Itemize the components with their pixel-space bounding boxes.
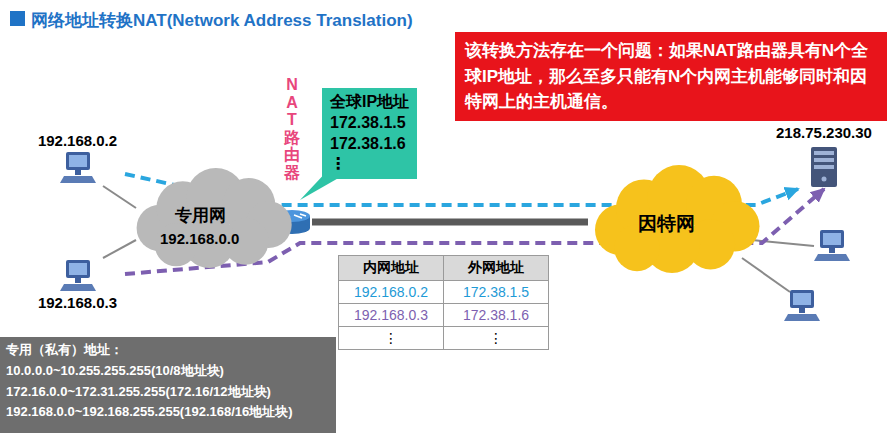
private-address-box: 专用（私有）地址：10.0.0.0~10.255.255.255(10/8地址块… bbox=[0, 337, 336, 433]
table-cell: ⋮ bbox=[444, 327, 548, 349]
host-icon bbox=[784, 290, 820, 321]
address-pool-callout: 全球IP地址172.38.1.5172.38.1.6⋮ bbox=[322, 88, 417, 179]
callout-text: 172.16.0.0~172.31.255.255(172.16/12地址块) bbox=[6, 382, 330, 403]
slide-title: 网络地址转换NAT(Network Address Translation) bbox=[31, 9, 413, 32]
cloud-label: 专用网 bbox=[175, 204, 226, 227]
callout-text: 全球IP地址 bbox=[330, 92, 409, 113]
cloud-label: 因特网 bbox=[638, 211, 695, 237]
link-line bbox=[742, 258, 790, 292]
table-cell: 192.168.0.2 bbox=[339, 281, 443, 303]
internet-cloud: 因特网 bbox=[588, 165, 763, 273]
callout-text: 该转换方法存在一个问题：如果NAT路由器具有N个全球IP地址，那么至多只能有N个… bbox=[465, 38, 877, 115]
callout-text: 172.38.1.5 bbox=[330, 113, 409, 134]
link-line bbox=[103, 186, 136, 208]
server-icon bbox=[805, 145, 843, 189]
note-callout: 该转换方法存在一个问题：如果NAT路由器具有N个全球IP地址，那么至多只能有N个… bbox=[455, 32, 887, 121]
trunk-line bbox=[312, 219, 588, 226]
table-header: 内网地址 bbox=[339, 256, 443, 280]
table-cell: ⋮ bbox=[339, 327, 443, 349]
callout-text: 192.168.0.0~192.168.255.255(192.168/16地址… bbox=[6, 402, 330, 423]
table-cell: 192.168.0.3 bbox=[339, 304, 443, 326]
host-computer: 192.168.0.3 bbox=[30, 258, 125, 312]
callout-text: ⋮ bbox=[330, 154, 409, 175]
server: 218.75.230.30 bbox=[768, 124, 880, 189]
callout-text: 专用（私有）地址： bbox=[6, 340, 330, 361]
router-label: NAT路由器 bbox=[284, 76, 300, 182]
private-network-cloud: 专用网 192.168.0.0 bbox=[130, 168, 295, 268]
host-computer: 192.168.0.2 bbox=[30, 132, 125, 186]
link-line bbox=[103, 240, 136, 258]
ip-address-label: 192.168.0.2 bbox=[30, 132, 125, 150]
host-icon bbox=[814, 230, 850, 261]
callout-text: 10.0.0.0~10.255.255.255(10/8地址块) bbox=[6, 361, 330, 382]
ip-address-label: 218.75.230.30 bbox=[768, 124, 880, 142]
mapping-table: 内网地址外网地址192.168.0.2172.38.1.5192.168.0.3… bbox=[338, 255, 549, 350]
table-cell: 172.38.1.5 bbox=[444, 281, 548, 303]
table-cell: 172.38.1.6 bbox=[444, 304, 548, 326]
host-icon bbox=[58, 150, 98, 186]
table-header: 外网地址 bbox=[444, 256, 548, 280]
title-marker bbox=[10, 11, 25, 26]
callout-text: 172.38.1.6 bbox=[330, 134, 409, 155]
ip-address-label: 192.168.0.3 bbox=[30, 294, 125, 312]
cloud-label: 192.168.0.0 bbox=[160, 230, 239, 247]
host-icon bbox=[58, 258, 98, 294]
